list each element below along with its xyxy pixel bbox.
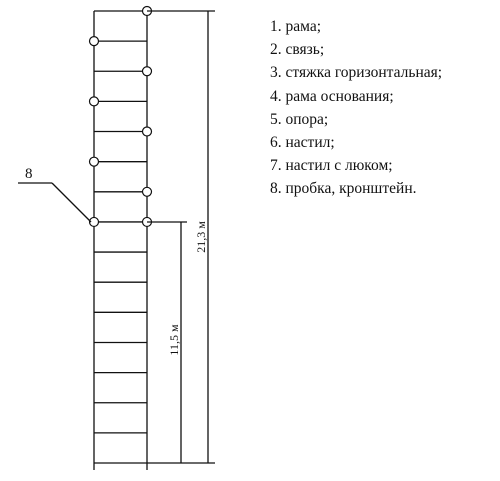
connection-mark	[88, 36, 100, 47]
legend-item: 1. рама;	[270, 18, 322, 35]
legend-item: 7. настил с люком;	[270, 157, 393, 175]
callout-8: 8	[18, 166, 92, 223]
connection-mark	[141, 186, 153, 197]
legend-item: 8. пробка, кронштейн.	[270, 180, 417, 198]
connection-mark	[141, 66, 153, 77]
connection-mark	[88, 156, 100, 167]
scaffold-tower	[88, 5, 153, 470]
legend-item: 4. рама основания;	[270, 87, 394, 105]
lower-height-label: 11,5 м	[167, 324, 181, 356]
callout-label: 8	[25, 166, 33, 182]
legend-item: 2. связь;	[270, 41, 325, 59]
legend-item: 6. настил;	[270, 133, 335, 151]
connection-mark	[88, 96, 100, 107]
callout-leader	[51, 182, 92, 223]
connection-mark	[141, 126, 153, 137]
legend-item: 5. опора;	[270, 110, 329, 128]
dimension-lines: 21,3 м 11,5 м	[147, 10, 215, 464]
legend-list: 1. рама; 2. связь; 3. стяжка горизонталь…	[270, 15, 442, 201]
total-height-label: 21,3 м	[194, 221, 208, 253]
connection-mark	[88, 216, 100, 228]
legend-item: 3. стяжка горизонтальная;	[270, 64, 443, 82]
